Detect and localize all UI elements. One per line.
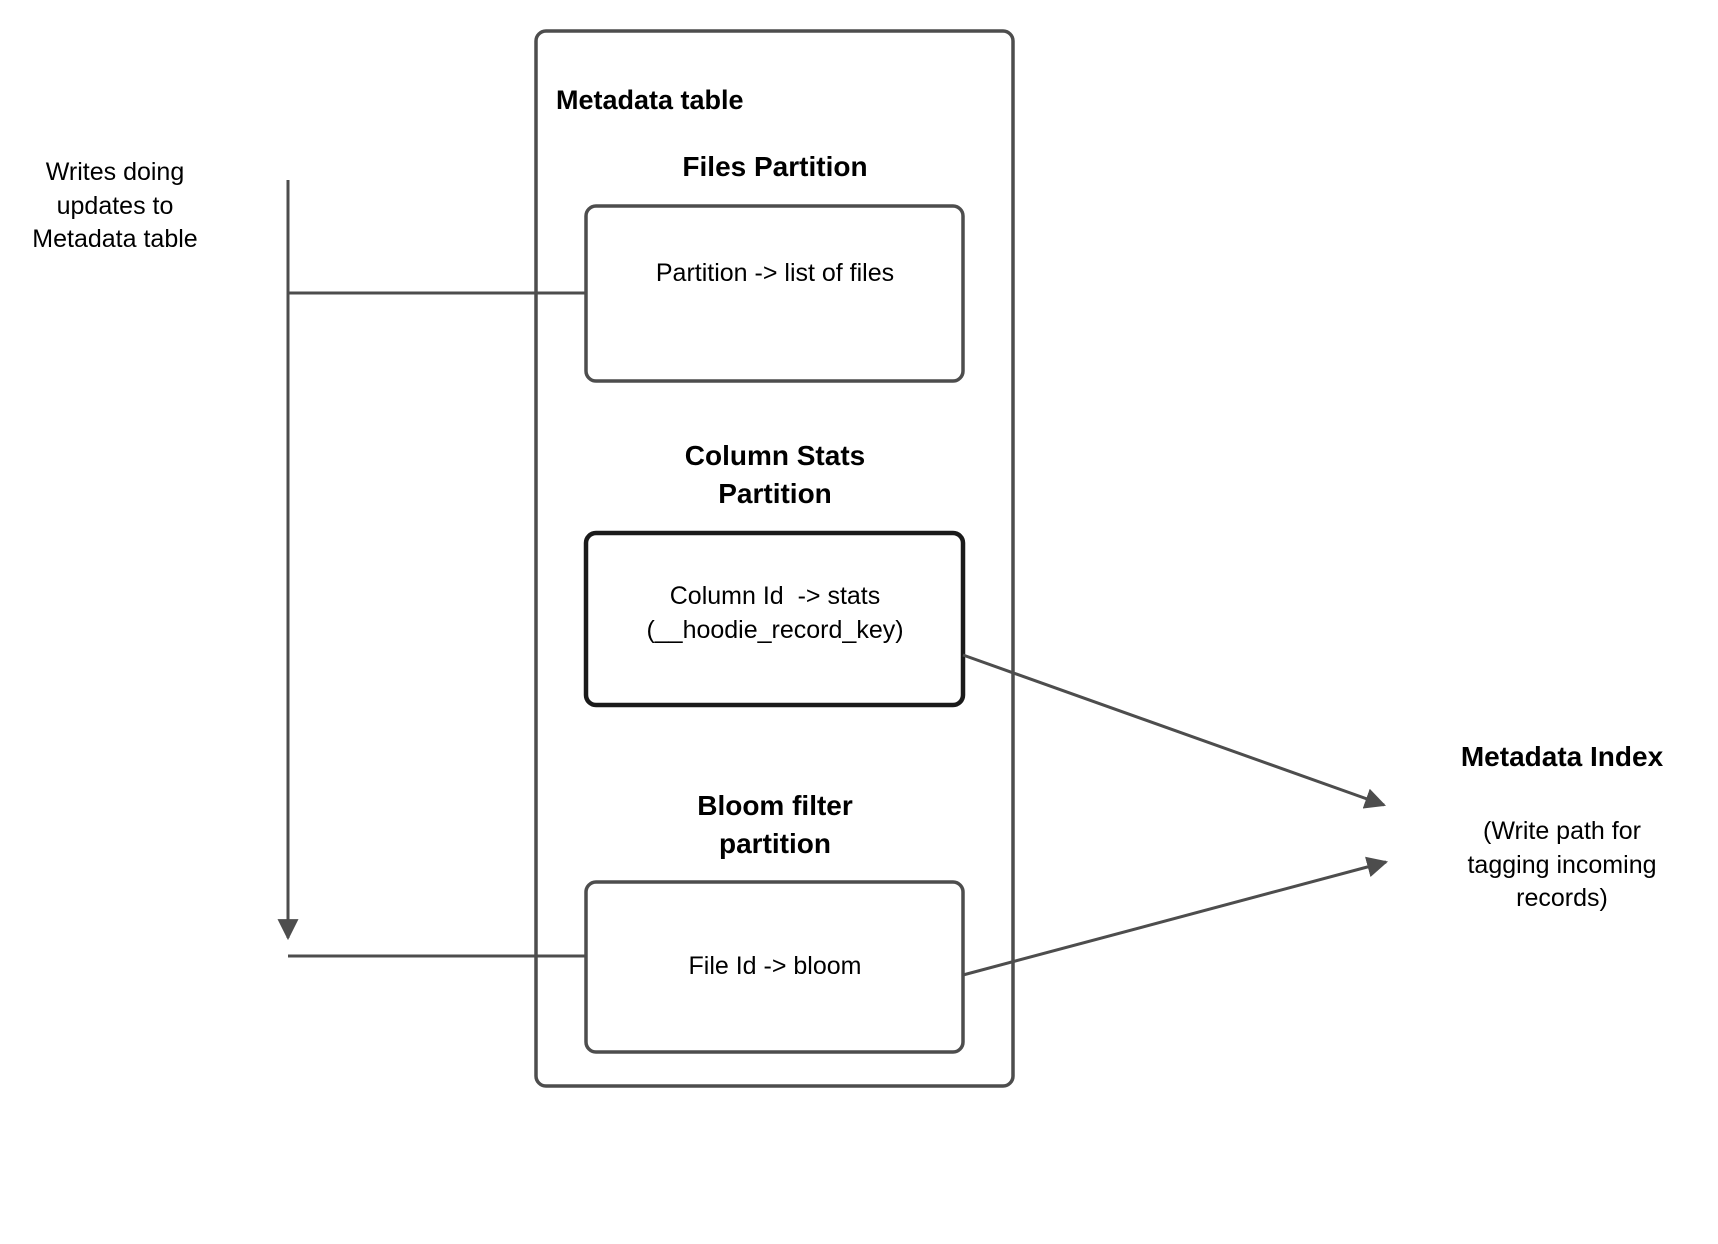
bloom-filter-partition-box: [584, 880, 965, 1054]
bloom-filter-to-metadata-index-arrow: [962, 856, 1389, 977]
metadata-index-note: (Write path for tagging incoming records…: [1467, 817, 1657, 912]
column-stats-partition-box-text: Column Id -> stats (__hoodie_record_key): [646, 582, 904, 644]
files-partition-box: [584, 204, 965, 383]
column-stats-partition-box: [583, 530, 966, 708]
metadata-table-title: Metadata table: [556, 85, 744, 115]
column-stats-partition-heading: Column Stats Partition: [684, 440, 866, 509]
files-partition-box-text: Partition -> list of files: [655, 259, 895, 287]
metadata-table-container: [534, 29, 1015, 1088]
writes-doing-updates-label: Writes doing updates to Metadata table: [32, 158, 198, 253]
metadata-index-title: Metadata Index: [1460, 741, 1664, 772]
bloom-filter-partition-heading: Bloom filter partition: [697, 790, 853, 859]
column-stats-to-metadata-index-arrow: [962, 653, 1386, 809]
files-partition-heading: Files Partition: [682, 151, 868, 182]
bloom-filter-partition-box-text: File Id -> bloom: [688, 952, 862, 980]
